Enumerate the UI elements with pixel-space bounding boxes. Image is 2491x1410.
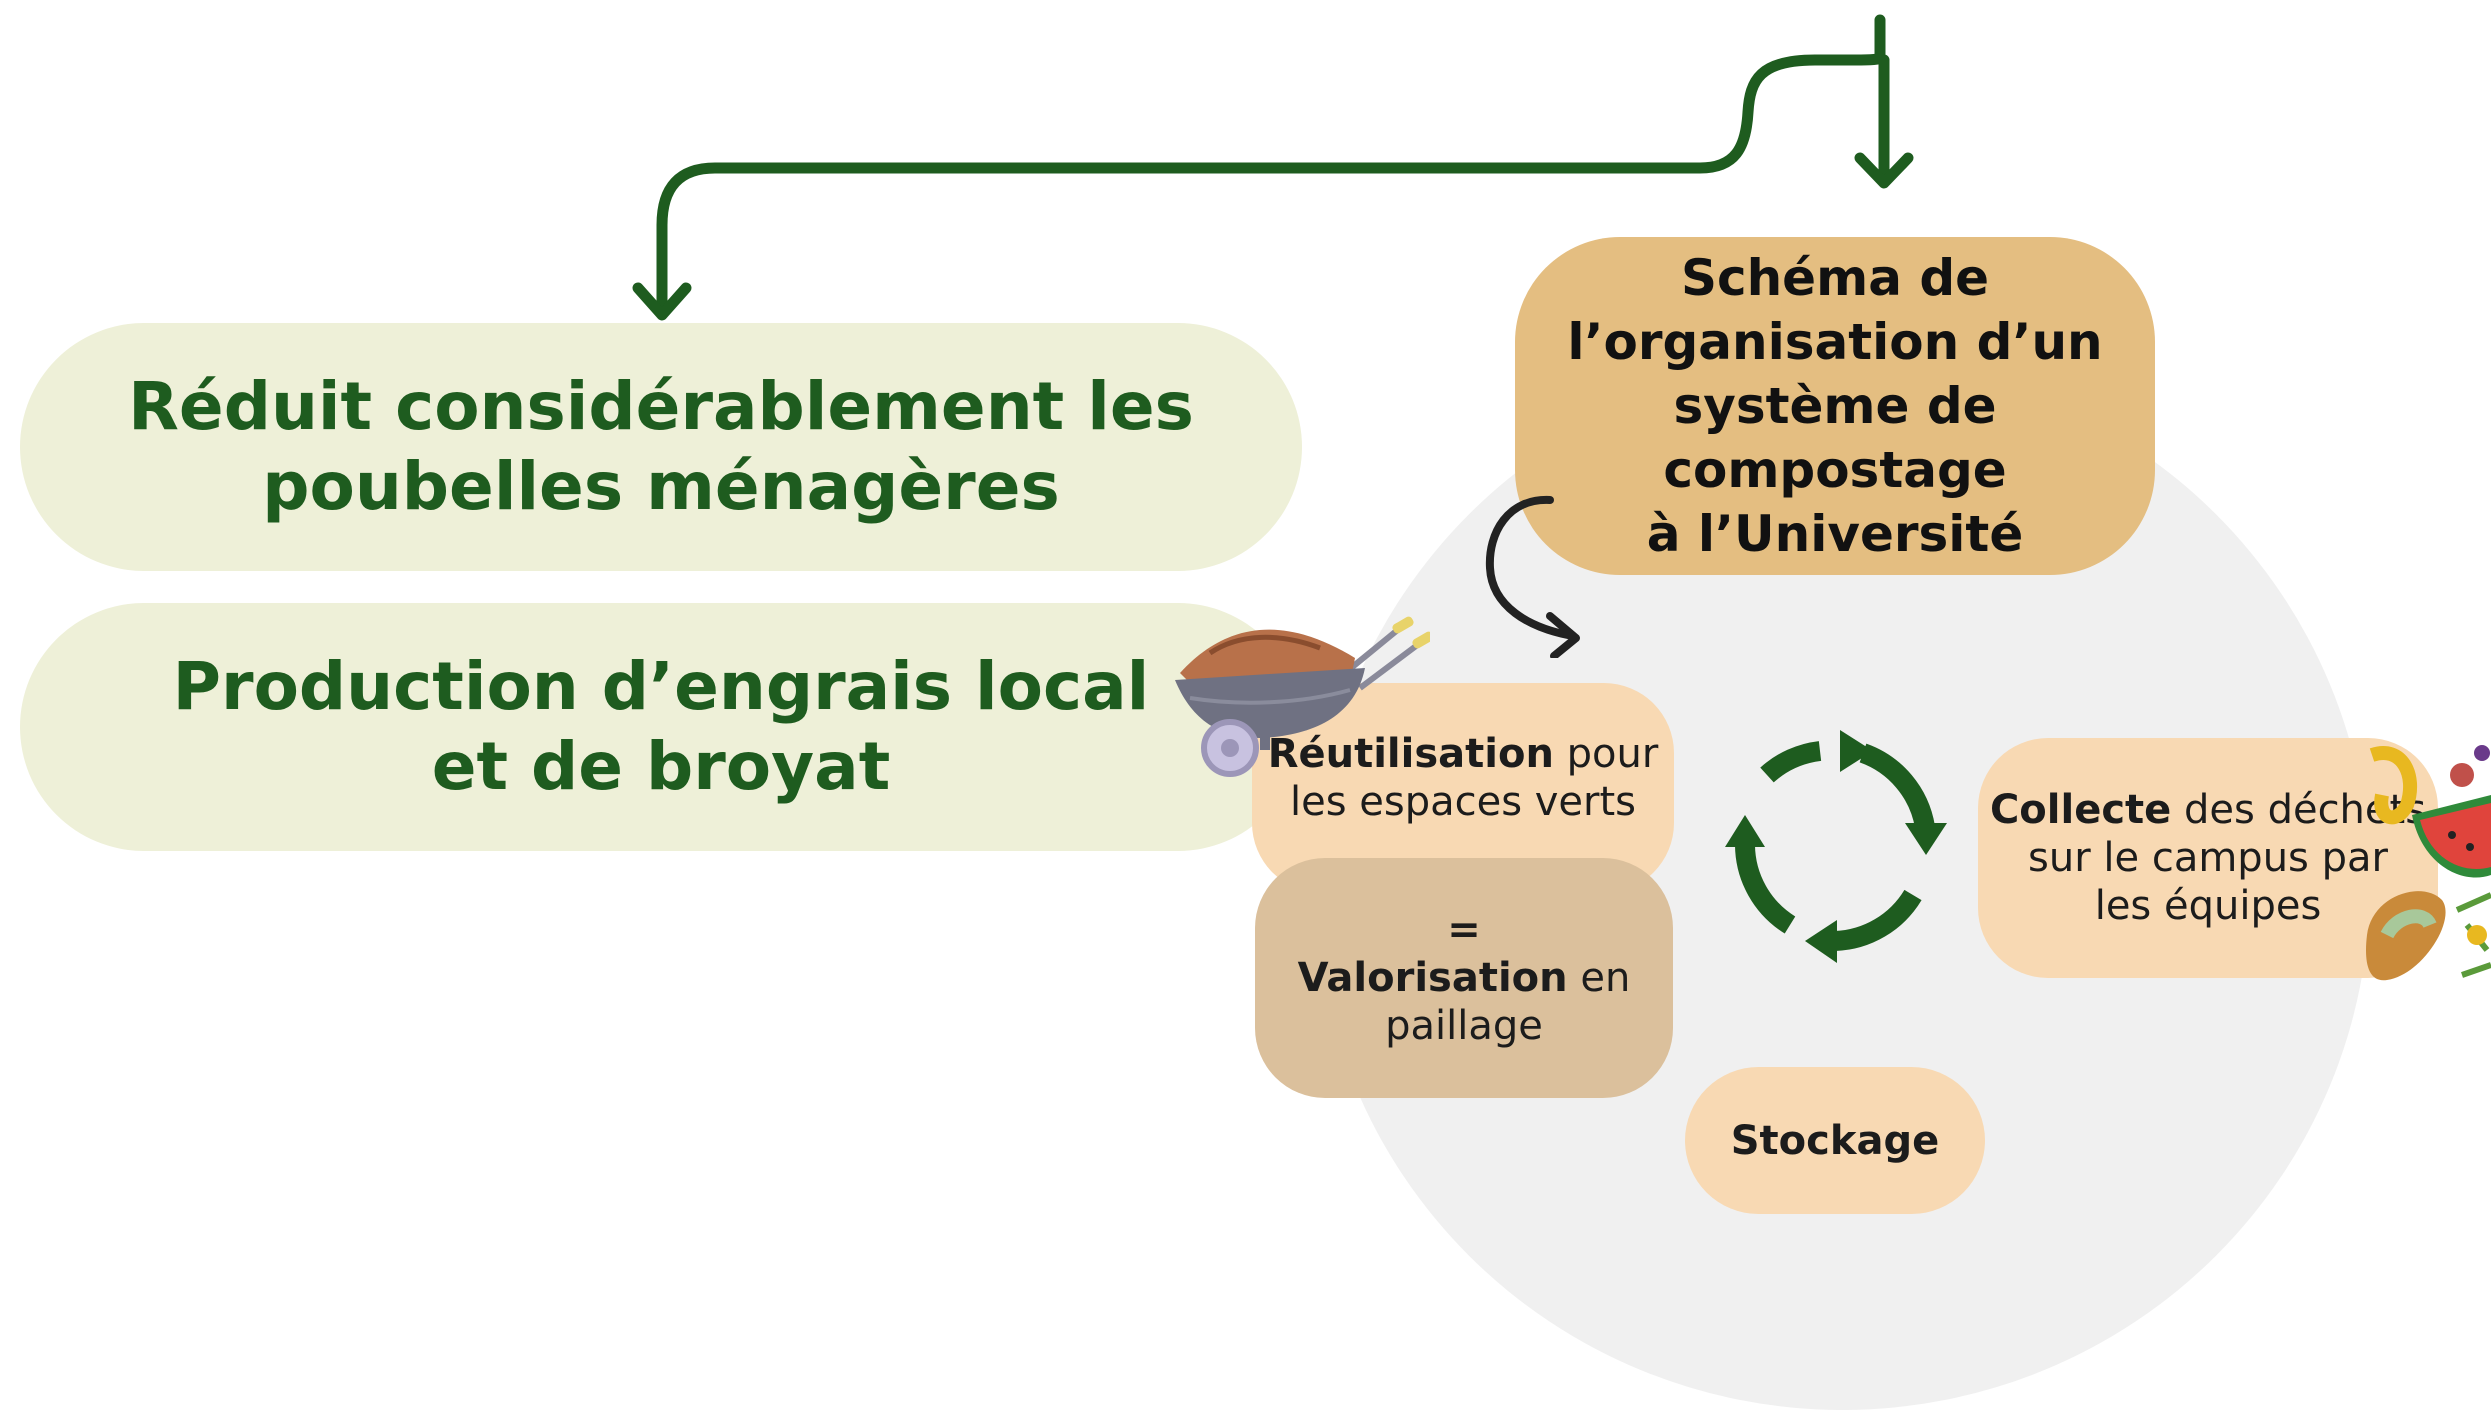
benefit-fertilizer-production: Production d’engrais local et de broyat xyxy=(20,603,1302,851)
wheelbarrow-compost-icon xyxy=(1175,616,1430,777)
equals-sign: = xyxy=(1447,907,1481,953)
title-line: l’organisation d’un xyxy=(1567,313,2103,371)
step-text: pour xyxy=(1553,731,1659,777)
arrowhead-right xyxy=(1854,152,1914,189)
benefit-text-line: et de broyat xyxy=(431,728,891,805)
curved-arrow-icon xyxy=(1485,495,1580,658)
title-line: Schéma de xyxy=(1680,249,1990,307)
step-line: Valorisation en xyxy=(1298,954,1631,1002)
benefit-reduce-waste: Réduit considérablement les poubelles mé… xyxy=(20,323,1302,571)
step-line: paillage xyxy=(1385,1003,1543,1049)
step-line: sur le campus par xyxy=(2028,835,2388,881)
step-keyword: Stockage xyxy=(1730,1117,1940,1164)
benefit-text-line: Production d’engrais local xyxy=(172,648,1150,725)
step-text: en xyxy=(1567,955,1631,1001)
arrowhead-left xyxy=(632,282,692,321)
benefit-text-line: poubelles ménagères xyxy=(262,448,1060,525)
step-line: les espaces verts xyxy=(1289,779,1637,825)
step-keyword: Collecte xyxy=(1989,787,2172,833)
step-line: Collecte des déchets xyxy=(1990,786,2426,834)
connector-arrows xyxy=(632,14,1914,321)
step-valorisation: = Valorisation en paillage xyxy=(1255,858,1673,1098)
benefit-text-line: Réduit considérablement les xyxy=(128,368,1194,445)
step-line: Réutilisation pour xyxy=(1268,730,1659,778)
title-line: compostage xyxy=(1663,441,2007,499)
recycle-cycle-arrows-icon xyxy=(1725,730,1947,963)
step-keyword: Valorisation xyxy=(1297,955,1568,1001)
title-line: système de xyxy=(1673,377,1997,435)
step-collect-waste: Collecte des déchets sur le campus par l… xyxy=(1978,738,2438,978)
step-line: Stockage xyxy=(1731,1117,1939,1165)
step-storage: Stockage xyxy=(1685,1067,1985,1214)
diagram-title-box: Schéma de l’organisation d’un système de… xyxy=(1515,237,2155,575)
step-keyword: Réutilisation xyxy=(1267,731,1554,777)
food-scraps-icon xyxy=(2366,745,2491,981)
title-line: à l’Université xyxy=(1646,505,2024,563)
main-connector-line xyxy=(656,14,1886,316)
step-line: les équipes xyxy=(2094,883,2322,929)
